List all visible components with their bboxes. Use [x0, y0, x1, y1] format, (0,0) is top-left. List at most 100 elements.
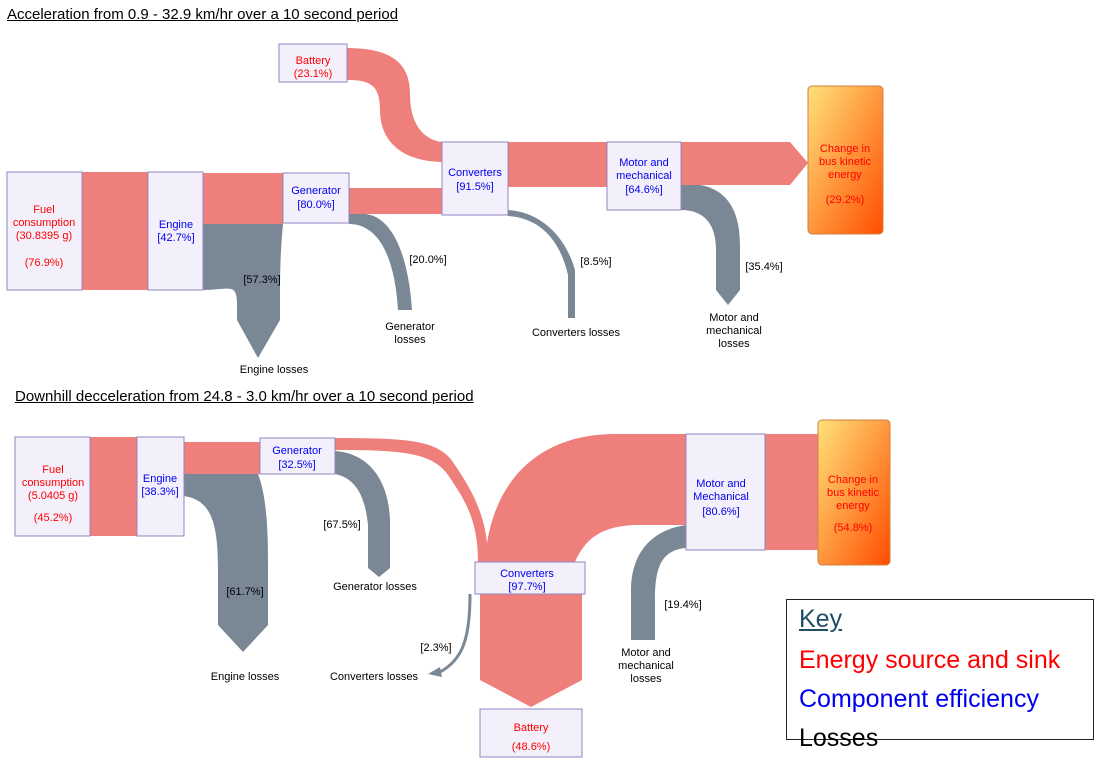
engine-box-bottom — [136, 436, 185, 537]
engine-losses-flow — [203, 224, 283, 358]
sink-box-top — [807, 85, 884, 235]
engine-loss-label-top: Engine losses — [240, 364, 309, 376]
converters-loss-pct-top: [8.5%] — [580, 256, 611, 268]
motor-pct-top: [64.6%] — [625, 184, 662, 196]
sink-label-bottom: Change in — [828, 474, 878, 486]
generator-pct-bottom: [32.5%] — [278, 459, 315, 471]
generator-box-top — [282, 172, 350, 224]
motor-loss-pct-top: [35.4%] — [745, 261, 782, 273]
battery-label-top: Battery — [296, 55, 331, 67]
generator-loss-label-top: losses — [394, 334, 426, 346]
motor-box-bottom — [685, 433, 766, 551]
engine-label-bottom: Engine — [143, 473, 177, 485]
motor-pct-bottom: [80.6%] — [702, 506, 739, 518]
fuel-box-top — [6, 171, 83, 291]
fuel-to-engine-flow-bottom — [90, 437, 137, 536]
battery-to-converters-flow — [347, 48, 445, 162]
converters-label-bottom: Converters — [500, 568, 554, 580]
engine-pct-bottom: [38.3%] — [141, 486, 178, 498]
fuel-label-top: Fuel — [33, 204, 54, 216]
generator-label-top: Generator — [291, 185, 341, 197]
fuel-label-bottom: consumption — [22, 477, 84, 489]
battery-box-top — [278, 43, 348, 83]
key-title: Key — [799, 605, 843, 633]
sink-box-bottom — [817, 419, 891, 566]
converters-pct-bottom: [97.7%] — [508, 581, 545, 593]
motor-loss-label-top: losses — [718, 338, 750, 350]
converters-losses-line-bottom — [439, 593, 472, 674]
key-legend: Key Energy source and sink Component eff… — [786, 599, 1094, 752]
generator-loss-pct-top: [20.0%] — [409, 254, 446, 266]
motor-to-sink-flow — [681, 142, 808, 185]
motor-loss-label-bottom: mechanical — [618, 660, 674, 672]
motor-loss-label-bottom: losses — [630, 673, 662, 685]
flow-bands — [82, 48, 818, 707]
battery-label-bottom: Battery — [514, 722, 549, 734]
converters-pct-top: [91.5%] — [456, 181, 493, 193]
engine-to-generator-flow-bottom — [184, 442, 260, 474]
motor-loss-label-top: Motor and — [709, 312, 759, 324]
sink-pct-top: (29.2%) — [826, 194, 865, 206]
fuel-to-engine-flow — [82, 172, 148, 290]
sink-label-bottom: bus kinetic — [827, 487, 879, 499]
converters-loss-pct-bottom: [2.3%] — [420, 642, 451, 654]
component-boxes — [6, 43, 891, 758]
generator-loss-pct-bottom: [67.5%] — [323, 519, 360, 531]
motor-label-bottom: Mechanical — [693, 491, 749, 503]
engine-loss-label-bottom: Engine losses — [211, 671, 280, 683]
engine-to-generator-flow — [203, 173, 283, 224]
fuel-label-top: consumption — [13, 217, 75, 229]
engine-losses-flow-bottom — [184, 474, 268, 652]
generator-to-converters-flow-bottom — [335, 438, 488, 562]
converters-losses-flow — [508, 210, 575, 318]
key-losses: Losses — [799, 724, 879, 752]
generator-losses-flow-bottom — [335, 451, 390, 577]
generator-box-bottom — [259, 437, 336, 475]
motor-box-top — [606, 141, 682, 211]
converters-label-top: Converters — [448, 167, 502, 179]
motor-loss-pct-bottom: [19.4%] — [664, 599, 701, 611]
converters-loss-label-bottom: Converters losses — [330, 671, 419, 683]
fuel-label-top: (30.8395 g) — [16, 230, 72, 242]
engine-box-top — [147, 171, 204, 291]
generator-loss-label-bottom: Generator losses — [333, 581, 417, 593]
converters-box-top — [441, 141, 509, 216]
sink-label-top: energy — [828, 169, 862, 181]
converters-box-bottom — [474, 561, 586, 595]
sink-label-top: Change in — [820, 143, 870, 155]
key-component-efficiency: Component efficiency — [799, 685, 1039, 713]
generator-pct-top: [80.0%] — [297, 199, 334, 211]
motor-losses-flow — [681, 185, 740, 305]
generator-losses-flow — [349, 214, 412, 310]
generator-label-bottom: Generator — [272, 445, 322, 457]
bottom-diagram-title: Downhill decceleration from 24.8 - 3.0 k… — [15, 388, 474, 405]
motor-loss-label-top: mechanical — [706, 325, 762, 337]
motor-label-bottom: Motor and — [696, 478, 746, 490]
engine-loss-pct-bottom: [61.7%] — [226, 586, 263, 598]
converters-to-motor-flow — [508, 142, 607, 187]
motor-label-top: Motor and — [619, 157, 669, 169]
engine-label-top: Engine — [159, 219, 193, 231]
converters-loss-label-top: Converters losses — [532, 327, 621, 339]
motor-loss-label-bottom: Motor and — [621, 647, 671, 659]
key-energy-source-and-sink: Energy source and sink — [799, 646, 1061, 674]
fuel-box-bottom — [14, 436, 91, 537]
converters-to-battery-flow-bottom — [480, 593, 582, 707]
fuel-label-bottom: Fuel — [42, 464, 63, 476]
top-diagram-title: Acceleration from 0.9 - 32.9 km/hr over … — [7, 6, 399, 23]
generator-loss-label-top: Generator — [385, 321, 435, 333]
sink-pct-bottom: (54.8%) — [834, 522, 873, 534]
battery-pct-top: (23.1%) — [294, 68, 333, 80]
motor-label-top: mechanical — [616, 170, 672, 182]
motor-to-converters-flow-bottom — [485, 434, 686, 562]
battery-box-bottom — [479, 708, 583, 758]
generator-to-converters-flow — [349, 188, 442, 214]
motor-losses-flow-bottom — [631, 525, 686, 640]
fuel-pct-top: (76.9%) — [25, 257, 64, 269]
fuel-label-bottom: (5.0405 g) — [28, 490, 78, 502]
motor-to-sink-flow-bottom — [765, 434, 818, 550]
sink-label-bottom: energy — [836, 500, 870, 512]
